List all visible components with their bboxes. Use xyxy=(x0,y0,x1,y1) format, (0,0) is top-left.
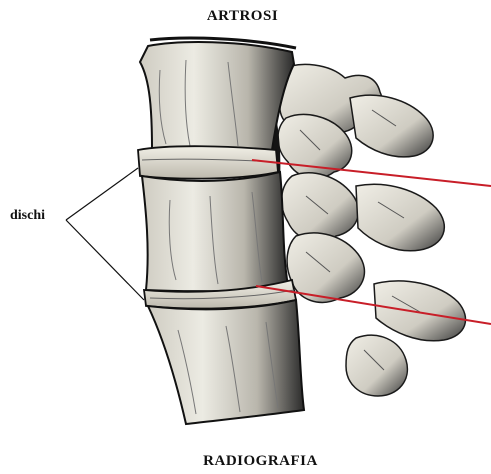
middle-vertebra xyxy=(142,172,288,291)
upper-vertebra xyxy=(140,38,296,150)
upper-disc xyxy=(138,146,278,178)
lower-vertebra xyxy=(148,300,304,424)
pointer-line-lower-disc xyxy=(66,220,144,300)
pointer-line-upper-disc xyxy=(66,168,138,220)
disc-pointer-lines xyxy=(66,168,144,300)
